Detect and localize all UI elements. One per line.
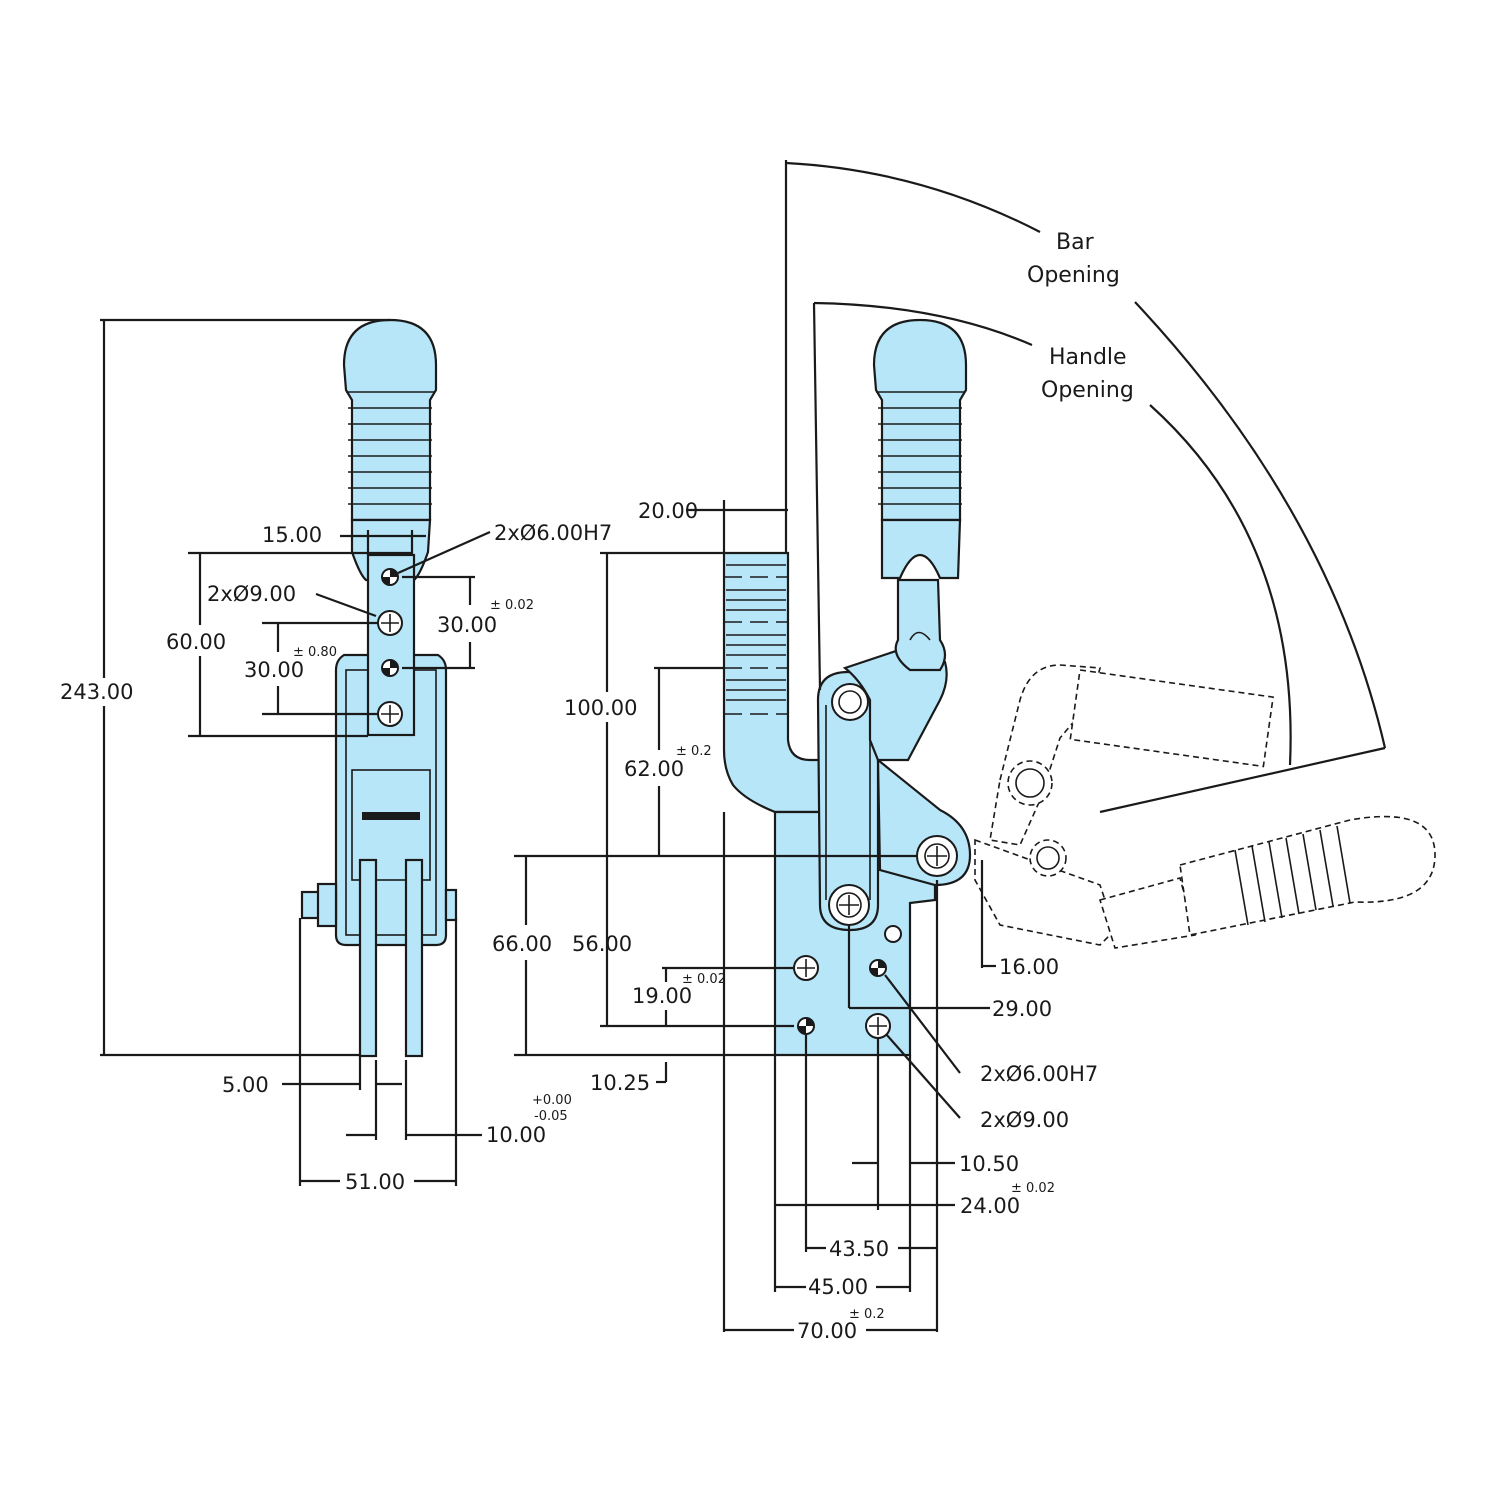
- dim-pivot-to-hole: 29.00: [992, 997, 1052, 1021]
- handle-opening-arc-b: [1149, 404, 1292, 766]
- clamp-link: [816, 670, 880, 932]
- handle-opening-arc-a: [813, 301, 1033, 347]
- dim-base-width: 51.00: [345, 1170, 405, 1194]
- dim-hole-spacing-h: 24.00: [960, 1194, 1020, 1218]
- dim-overall-width: 70.00: [797, 1319, 857, 1343]
- dim-pivot-to-base: 56.00: [572, 932, 632, 956]
- dim-hole-pitch: 60.00: [166, 630, 226, 654]
- label-holes-clear-front: 2xØ9.00: [207, 582, 296, 606]
- side-handle-neck: [880, 518, 962, 580]
- tol-overall-width: ± 0.2: [849, 1307, 885, 1322]
- dim-45-00: 45.00: [808, 1275, 868, 1299]
- tol-hole-pitch-small: ± 0.80: [293, 645, 337, 660]
- label-handle-opening-1: Handle: [1049, 345, 1127, 370]
- clamp-bar: [722, 551, 832, 814]
- tol-bar-width-upper: +0.00: [532, 1093, 572, 1108]
- front-left-leg: [358, 858, 378, 1058]
- side-handle-grip: [872, 318, 968, 522]
- handle-arm-detail: [909, 631, 931, 641]
- dim-bar-height: 100.00: [564, 696, 637, 720]
- dim-edge-offset: 10.50: [959, 1152, 1019, 1176]
- dim-slot-gap: 5.00: [222, 1073, 269, 1097]
- dim-hole-pitch-small: 30.00: [244, 658, 304, 682]
- tol-right-pitch: ± 0.02: [490, 598, 534, 613]
- front-view: 243.00 15.00 2xØ6.00H7 2xØ9.00 60.00 30.…: [60, 318, 612, 1194]
- dim-pin-span: 15.00: [262, 523, 322, 547]
- side-grip-ribs: [876, 391, 964, 505]
- front-bolt-nut: [316, 882, 338, 928]
- bar-opening-arc-a: [785, 161, 1041, 233]
- dim-base-height: 66.00: [492, 932, 552, 956]
- dim-right-pitch: 30.00: [437, 613, 497, 637]
- label-bar-opening-1: Bar: [1056, 230, 1095, 255]
- clamp-lever: [842, 646, 948, 762]
- dim-43-50: 43.50: [829, 1237, 889, 1261]
- front-hole-h7-lower-fill: [382, 660, 398, 676]
- tol-bar-width-lower: -0.05: [534, 1109, 568, 1124]
- tol-pivot-height: ± 0.2: [676, 744, 712, 759]
- front-body-pocket: [351, 769, 431, 881]
- pivot-upper: [831, 683, 869, 721]
- front-right-boss: [444, 888, 458, 922]
- label-holes-h7-side: 2xØ6.00H7: [980, 1062, 1098, 1086]
- tol-hole-spacing-h: ± 0.02: [1011, 1181, 1055, 1196]
- dim-hole-spacing-v: 19.00: [632, 984, 692, 1008]
- bar-hatch: [726, 564, 786, 701]
- front-grip-ribs: [346, 391, 434, 505]
- side-view: Bar Opening Handle Opening 20.00 100.00 …: [492, 160, 1436, 1343]
- tol-hole-spacing-v: ± 0.02: [682, 972, 726, 987]
- label-holes-h7-front: 2xØ6.00H7: [494, 521, 612, 545]
- dim-bar-width-front: 10.00: [486, 1123, 546, 1147]
- front-right-leg: [404, 858, 424, 1058]
- label-bar-opening-2: Opening: [1027, 263, 1120, 288]
- label-handle-opening-2: Opening: [1041, 378, 1134, 403]
- label-holes-clear-side: 2xØ9.00: [980, 1108, 1069, 1132]
- dim-base-offset: 10.25: [590, 1071, 650, 1095]
- dim-pivot-height: 62.00: [624, 757, 684, 781]
- small-hole: [884, 925, 902, 943]
- side-handle-arm: [894, 578, 947, 672]
- open-position-phantom: [974, 664, 1436, 949]
- front-hole-h7-upper-fill: [382, 569, 398, 585]
- bar-opening-arc-b: [1134, 301, 1387, 749]
- front-bar-slot: [362, 812, 420, 820]
- front-handle-grip: [342, 318, 438, 522]
- bar-hidden-lines: [724, 576, 788, 715]
- dim-bar-width-side: 20.00: [638, 499, 698, 523]
- dim-pivot-offset: 16.00: [999, 955, 1059, 979]
- dim-overall-height: 243.00: [60, 680, 133, 704]
